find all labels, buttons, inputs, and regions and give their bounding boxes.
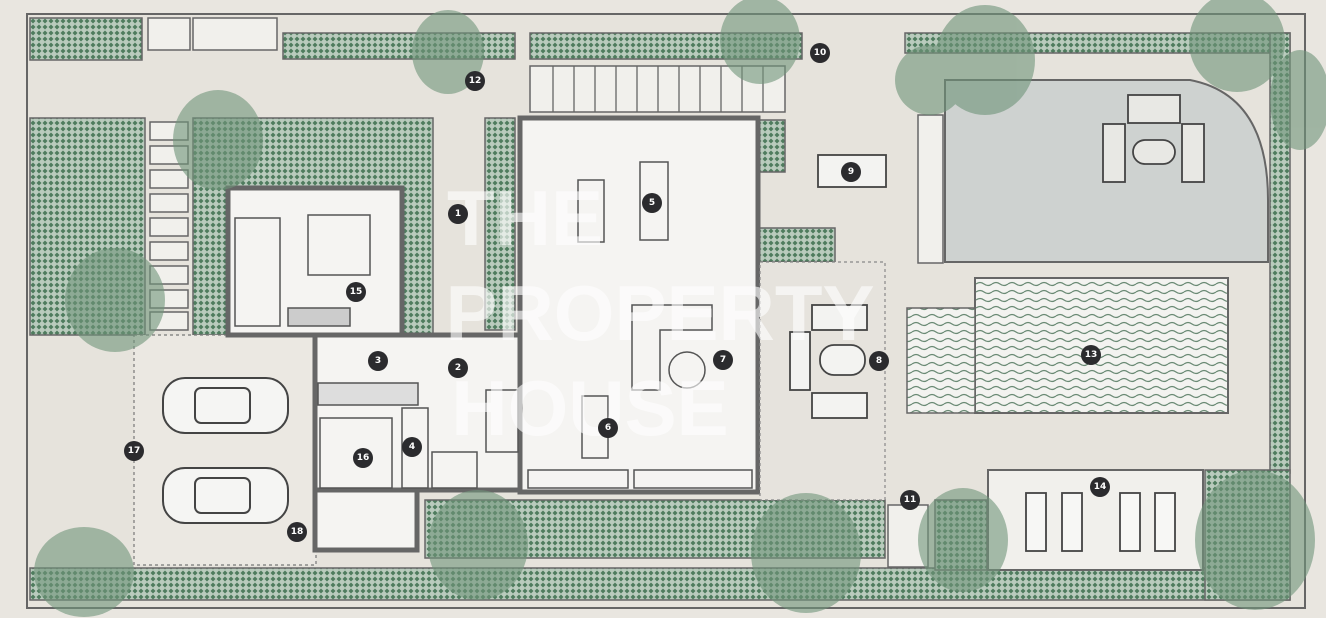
terrace-furniture	[789, 154, 887, 419]
svg-text:12: 12	[469, 76, 482, 86]
marker-2[interactable]: 2	[448, 358, 468, 378]
watermark-line-2: PROPERTY	[445, 269, 874, 357]
marker-1[interactable]: 1	[448, 204, 468, 224]
svg-text:1: 1	[455, 209, 461, 219]
svg-text:6: 6	[605, 423, 611, 433]
marker-10[interactable]: 10	[810, 43, 830, 63]
marker-3[interactable]: 3	[368, 351, 388, 371]
marker-15[interactable]: 15	[346, 282, 366, 302]
svg-text:18: 18	[291, 527, 304, 537]
svg-text:5: 5	[649, 198, 655, 208]
marker-12[interactable]: 12	[465, 71, 485, 91]
svg-text:2: 2	[455, 363, 461, 373]
marker-9[interactable]: 9	[841, 162, 861, 182]
svg-text:4: 4	[409, 442, 415, 452]
marker-11[interactable]: 11	[900, 490, 920, 510]
svg-text:13: 13	[1085, 350, 1098, 360]
svg-text:15: 15	[350, 287, 363, 297]
marker-17[interactable]: 17	[124, 441, 144, 461]
svg-text:16: 16	[357, 453, 370, 463]
svg-text:7: 7	[720, 355, 726, 365]
entrance-steps	[552, 66, 764, 112]
svg-text:8: 8	[876, 356, 882, 366]
watermark-line-1: THE	[447, 174, 603, 262]
car	[162, 377, 289, 524]
marker-7[interactable]: 7	[713, 350, 733, 370]
svg-text:17: 17	[128, 446, 141, 456]
swimming-pool	[906, 277, 1229, 414]
svg-text:9: 9	[848, 167, 854, 177]
terrace	[759, 261, 886, 501]
sun-loungers	[887, 469, 1204, 571]
trees	[34, 0, 1326, 617]
upper-pool	[917, 79, 1269, 264]
marker-4[interactable]: 4	[402, 437, 422, 457]
marker-5[interactable]: 5	[642, 193, 662, 213]
svg-text:11: 11	[904, 495, 917, 505]
watermark: THE PROPERTY HOUSE	[445, 174, 874, 452]
marker-18[interactable]: 18	[287, 522, 307, 542]
marker-13[interactable]: 13	[1081, 345, 1101, 365]
marker-6[interactable]: 6	[598, 418, 618, 438]
room-markers: 1 2 3 4 5 6 7 8 9 10 11 12 13 14 15 16 1…	[124, 43, 1110, 542]
watermark-line-3: HOUSE	[451, 364, 728, 452]
marker-14[interactable]: 14	[1090, 477, 1110, 497]
svg-text:3: 3	[375, 356, 381, 366]
marker-16[interactable]: 16	[353, 448, 373, 468]
svg-text:14: 14	[1094, 482, 1107, 492]
marker-8[interactable]: 8	[869, 351, 889, 371]
svg-text:10: 10	[814, 48, 827, 58]
